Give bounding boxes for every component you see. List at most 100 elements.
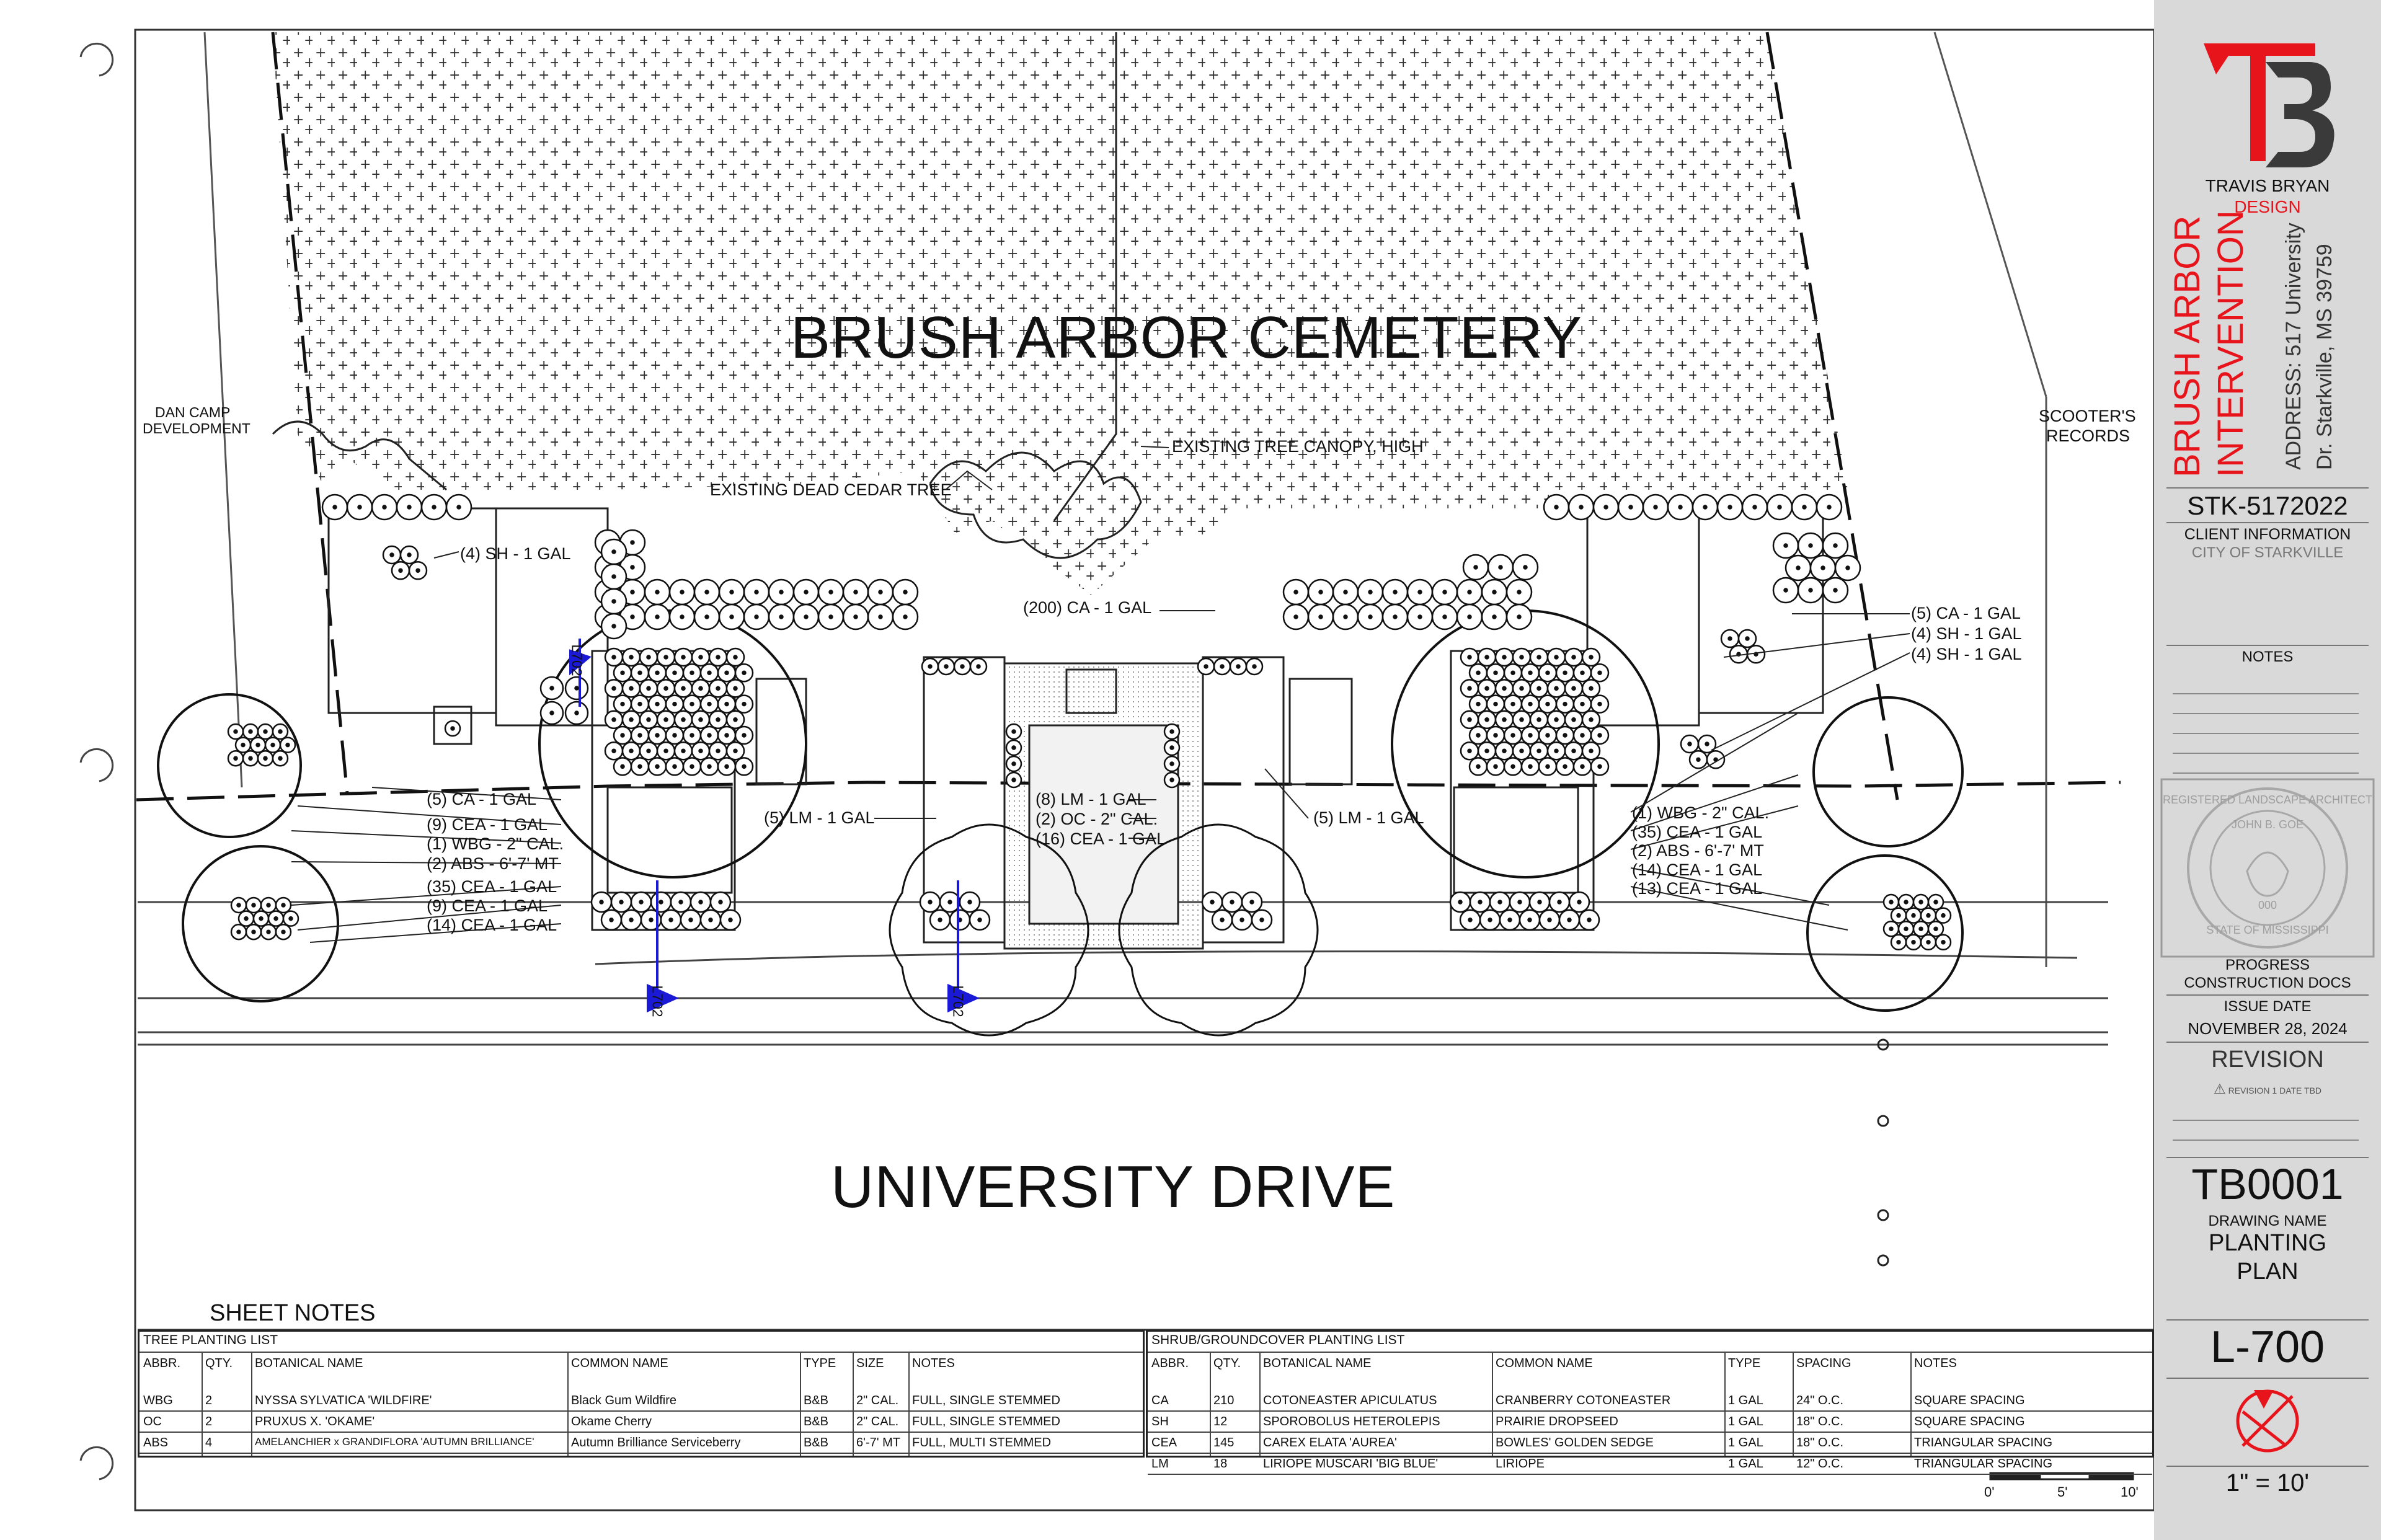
schedule-cell: TRIANGULAR SPACING xyxy=(1914,1457,2052,1471)
schedule-header: SPACING xyxy=(1796,1356,1851,1370)
schedule-cell: CA xyxy=(1151,1394,1169,1407)
callout-sh-left: (4) SH - 1 GAL xyxy=(460,544,571,563)
drawing-name-label: DRAWING NAME xyxy=(2208,1213,2327,1229)
right-callout: (2) ABS - 6'-7' MT xyxy=(1632,841,1764,860)
schedule-cell: SPOROBOLUS HETEROLEPIS xyxy=(1263,1415,1440,1428)
schedule-cell: 12" O.C. xyxy=(1796,1457,1844,1471)
schedule-cell: 18" O.C. xyxy=(1796,1436,1844,1449)
schedule-cell: LM xyxy=(1151,1457,1169,1471)
revision-note: ⚠ REVISION 1 DATE TBD xyxy=(2154,1081,2381,1097)
schedule-cell: AMELANCHIER x GRANDIFLORA 'AUTUMN BRILLI… xyxy=(255,1436,534,1448)
schedule-cell: SH xyxy=(1151,1415,1169,1428)
section-tag: L702 xyxy=(569,644,585,676)
schedule-cell: SQUARE SPACING xyxy=(1914,1415,2025,1428)
schedule-cell: 4 xyxy=(205,1436,213,1449)
schedule-cell: FULL, SINGLE STEMMED xyxy=(912,1415,1060,1428)
schedule-cell: 2 xyxy=(205,1394,213,1407)
callout-center-lm: (8) LM - 1 GAL xyxy=(1035,790,1146,808)
neighbor-left-line1: DAN CAMP xyxy=(155,404,231,420)
notes-label: NOTES xyxy=(2241,648,2294,665)
schedule-header: SIZE xyxy=(856,1356,884,1370)
canopy-edge xyxy=(272,420,1142,559)
schedule-cell: 145 xyxy=(1213,1436,1235,1449)
drawing-code: TB0001 xyxy=(2191,1160,2344,1208)
schedule-cell: Black Gum Wildfire xyxy=(571,1394,677,1407)
schedule-cell: 18 xyxy=(1213,1457,1228,1471)
property-lines xyxy=(136,32,2121,802)
project-title: BRUSH ARBOR INTERVENTION xyxy=(2166,210,2278,490)
cemetery-area xyxy=(273,32,1848,595)
schedule-cell: ABS xyxy=(143,1436,169,1449)
schedule-cell: CRANBERRY COTONEASTER xyxy=(1496,1394,1671,1407)
neighbor-left-line2: DEVELOPMENT xyxy=(143,420,251,436)
schedule-cell: B&B xyxy=(804,1436,829,1449)
schedule-header: NOTES xyxy=(1914,1356,1957,1370)
neighbor-right-line2: RECORDS xyxy=(2046,427,2130,445)
schedule-cell: BOWLES' GOLDEN SEDGE xyxy=(1496,1436,1654,1449)
left-callout: (5) CA - 1 GAL xyxy=(427,790,537,808)
firm-logo xyxy=(2204,43,2334,167)
tree-planting-list: TREE PLANTING LIST ABBR.QTY.BOTANICAL NA… xyxy=(138,1330,1145,1458)
schedule-cell: NYSSA SYLVATICA 'WILDFIRE' xyxy=(255,1394,432,1407)
left-callout: (35) CEA - 1 GAL xyxy=(427,877,557,896)
schedule-cell: LIRIOPE MUSCARI 'BIG BLUE' xyxy=(1263,1457,1439,1471)
left-callout: (1) WBG - 2" CAL. xyxy=(427,834,564,853)
schedule-cell: 1 GAL xyxy=(1728,1394,1763,1407)
section-markers xyxy=(569,639,980,1013)
schedule-header: BOTANICAL NAME xyxy=(255,1356,363,1370)
section-tag: L702 xyxy=(649,985,666,1017)
scale-bar xyxy=(1989,1472,2134,1480)
schedule-cell: Okame Cherry xyxy=(571,1415,652,1428)
schedule-cell: 2" CAL. xyxy=(856,1394,899,1407)
project-number: STK-5172022 xyxy=(2187,491,2348,520)
schedule-cell: FULL, SINGLE STEMMED xyxy=(912,1394,1060,1407)
neighbor-right-line1: SCOOTER'S xyxy=(2039,407,2136,425)
schedule-header: QTY. xyxy=(1213,1356,1241,1370)
schedule-cell: 6'-7' MT xyxy=(856,1436,900,1449)
sheet-notes-title: SHEET NOTES xyxy=(210,1300,376,1326)
issue-date: NOVEMBER 28, 2024 xyxy=(2188,1019,2348,1038)
schedule-cell: SQUARE SPACING xyxy=(1914,1394,2025,1407)
schedule-header: ABBR. xyxy=(143,1356,181,1370)
road-title: UNIVERSITY DRIVE xyxy=(831,1154,1396,1220)
scale-bar-label: 0' xyxy=(1984,1484,1995,1500)
callout-canopy: EXISTING TREE CANOPY, HIGH xyxy=(1172,437,1424,456)
client-info-label: CLIENT INFORMATION xyxy=(2184,526,2351,543)
schedule-header: COMMON NAME xyxy=(1496,1356,1593,1370)
schedule-cell: PRAIRIE DROPSEED xyxy=(1496,1415,1618,1428)
tree-canopies xyxy=(157,609,1964,1012)
project-title-line2: INTERVENTION xyxy=(2210,210,2251,477)
callout-right-sh2: (4) SH - 1 GAL xyxy=(1911,645,2022,663)
schedule-cell: CEA xyxy=(1151,1436,1177,1449)
planting-beds xyxy=(327,507,1824,950)
callout-right-ca: (5) CA - 1 GAL xyxy=(1911,604,2021,622)
schedule-cell: B&B xyxy=(804,1415,829,1428)
left-callout: (14) CEA - 1 GAL xyxy=(427,916,557,934)
seal-text: STATE OF MISSISSIPPI xyxy=(2206,924,2329,936)
sheet-number: L-700 xyxy=(2210,1322,2325,1372)
schedule-cell: 18" O.C. xyxy=(1796,1415,1844,1428)
right-callout: (13) CEA - 1 GAL xyxy=(1632,879,1763,898)
tree-list-title: TREE PLANTING LIST xyxy=(143,1333,278,1347)
north-arrow-icon xyxy=(2236,1389,2299,1453)
scale-bar-label: 5' xyxy=(2057,1484,2068,1500)
schedule-header: TYPE xyxy=(1728,1356,1761,1370)
cherry-trees xyxy=(889,823,1319,1037)
schedule-cell: 12 xyxy=(1213,1415,1228,1428)
schedule-cell: Autumn Brilliance Serviceberry xyxy=(571,1436,741,1449)
callout-ca200: (200) CA - 1 GAL xyxy=(1023,598,1152,617)
seal-text: 000 xyxy=(2258,899,2277,911)
callout-lm-right: (5) LM - 1 GAL xyxy=(1313,808,1424,827)
drawing-name-line1: PLANTING xyxy=(2208,1230,2327,1256)
shrub-planting-list: SHRUB/GROUNDCOVER PLANTING LIST ABBR.QTY… xyxy=(1146,1330,2154,1475)
drawing-scale: 1" = 10' xyxy=(2225,1469,2310,1497)
schedule-header: TYPE xyxy=(804,1356,836,1370)
left-callout: (2) ABS - 6'-7' MT xyxy=(427,854,559,873)
schedule-header: BOTANICAL NAME xyxy=(1263,1356,1372,1370)
schedule-cell: OC xyxy=(143,1415,162,1428)
schedule-cell: 210 xyxy=(1213,1394,1235,1407)
status-line2: CONSTRUCTION DOCS xyxy=(2184,975,2351,991)
warning-icon: ⚠ xyxy=(2213,1081,2226,1097)
leader-lines xyxy=(291,446,1910,943)
schedule-cell: WBG xyxy=(143,1394,173,1407)
